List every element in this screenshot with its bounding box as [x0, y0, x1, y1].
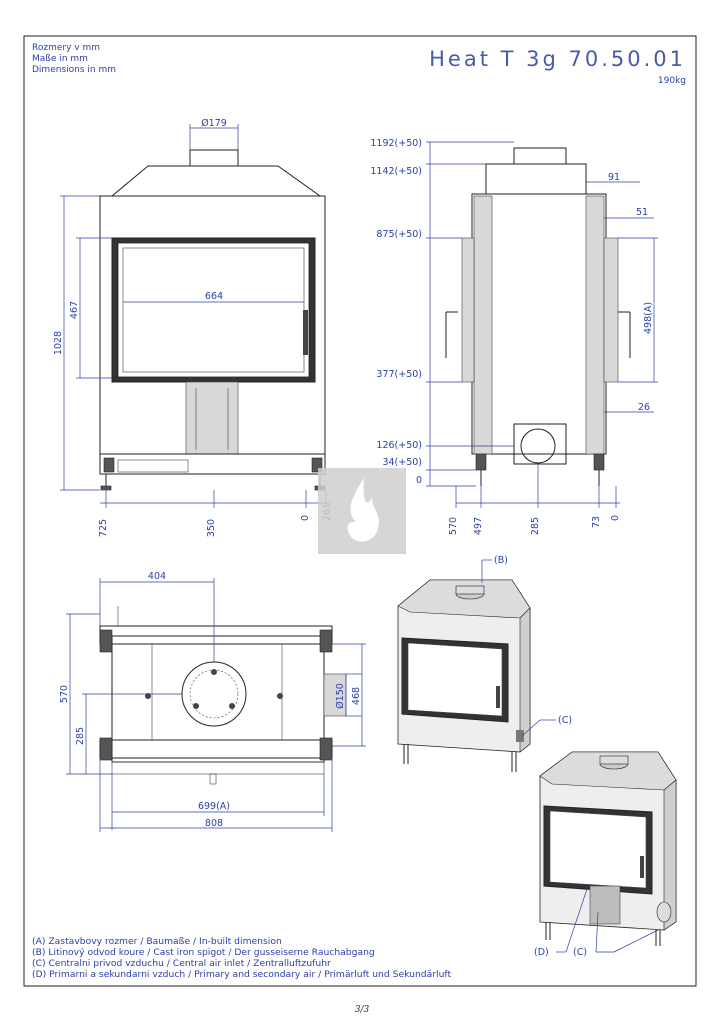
page-number: 3/3	[355, 1005, 370, 1015]
iso-label-c-secondary: (C)	[573, 947, 587, 958]
top-view: 404 570 285 Ø150 468 699(A) 808	[59, 571, 366, 832]
top-dim-570: 570	[59, 685, 70, 703]
top-dim-468: 468	[351, 687, 362, 705]
isometric-view-back: (D) (C)	[534, 751, 677, 958]
top-dim-808: 808	[205, 818, 223, 829]
side-height-126: 126(+50)	[376, 440, 422, 451]
iso-label-b: (B)	[494, 555, 508, 566]
legend: (A) Zastavbovy rozmer / Baumaße / In-bui…	[32, 936, 451, 980]
legend-line-c: (C) Centralni privod vzduchu / Central a…	[32, 958, 331, 969]
units-line-2: Maße in mm	[32, 54, 88, 64]
side-height-875: 875(+50)	[376, 229, 422, 240]
top-dim-699a: 699(A)	[198, 801, 230, 812]
top-inlet-diameter: Ø150	[335, 683, 346, 709]
side-bottom-dim-570: 570	[448, 517, 459, 535]
top-dim-404: 404	[148, 571, 166, 582]
top-dim-285: 285	[75, 727, 86, 745]
front-glass-height: 467	[69, 301, 80, 319]
weight-label: 190kg	[658, 76, 686, 86]
side-bottom-dim-0: 0	[610, 515, 621, 521]
model-title: Heat T 3g 70.50.01	[429, 47, 686, 71]
front-bottom-dim-725: 725	[98, 519, 109, 537]
legend-line-b: (B) Litinový odvod koure / Cast iron spi…	[32, 947, 375, 958]
side-bottom-dim-497: 497	[473, 517, 484, 535]
isometric-view-front: (B) (C)	[397, 555, 572, 772]
side-height-377: 377(+50)	[376, 369, 422, 380]
side-view: 1192(+50) 1142(+50) 875(+50) 377(+50) 12…	[370, 138, 658, 535]
front-glass-width: 664	[205, 291, 223, 302]
front-view: Ø179 664 467 1028 725 350 0 261	[53, 118, 333, 537]
side-height-34: 34(+50)	[382, 457, 422, 468]
side-height-1192: 1192(+50)	[370, 138, 422, 149]
side-height-1142: 1142(+50)	[370, 166, 422, 177]
legend-line-a: (A) Zastavbovy rozmer / Baumaße / In-bui…	[32, 936, 282, 947]
front-bottom-dim-0: 0	[300, 515, 311, 521]
side-right-dim-26: 26	[638, 402, 650, 413]
side-right-dim-51: 51	[636, 207, 648, 218]
units-line-1: Rozmery v mm	[32, 43, 100, 53]
side-height-0: 0	[416, 475, 422, 486]
side-right-dim-498a: 498(A)	[643, 302, 654, 334]
iso-label-c: (C)	[558, 715, 572, 726]
side-bottom-dim-73: 73	[591, 516, 602, 528]
legend-line-d: (D) Primarni a sekundarni vzduch / Prima…	[32, 969, 451, 980]
iso-label-d: (D)	[534, 947, 549, 958]
front-total-height: 1028	[53, 331, 64, 355]
front-bottom-dim-350: 350	[206, 519, 217, 537]
side-right-dim-91: 91	[608, 172, 620, 183]
side-bottom-dim-285: 285	[530, 517, 541, 535]
front-flue-diameter: Ø179	[201, 118, 227, 129]
sheet-frame	[23, 35, 697, 987]
flame-watermark-icon	[318, 468, 406, 554]
units-line-3: Dimensions in mm	[32, 65, 116, 75]
